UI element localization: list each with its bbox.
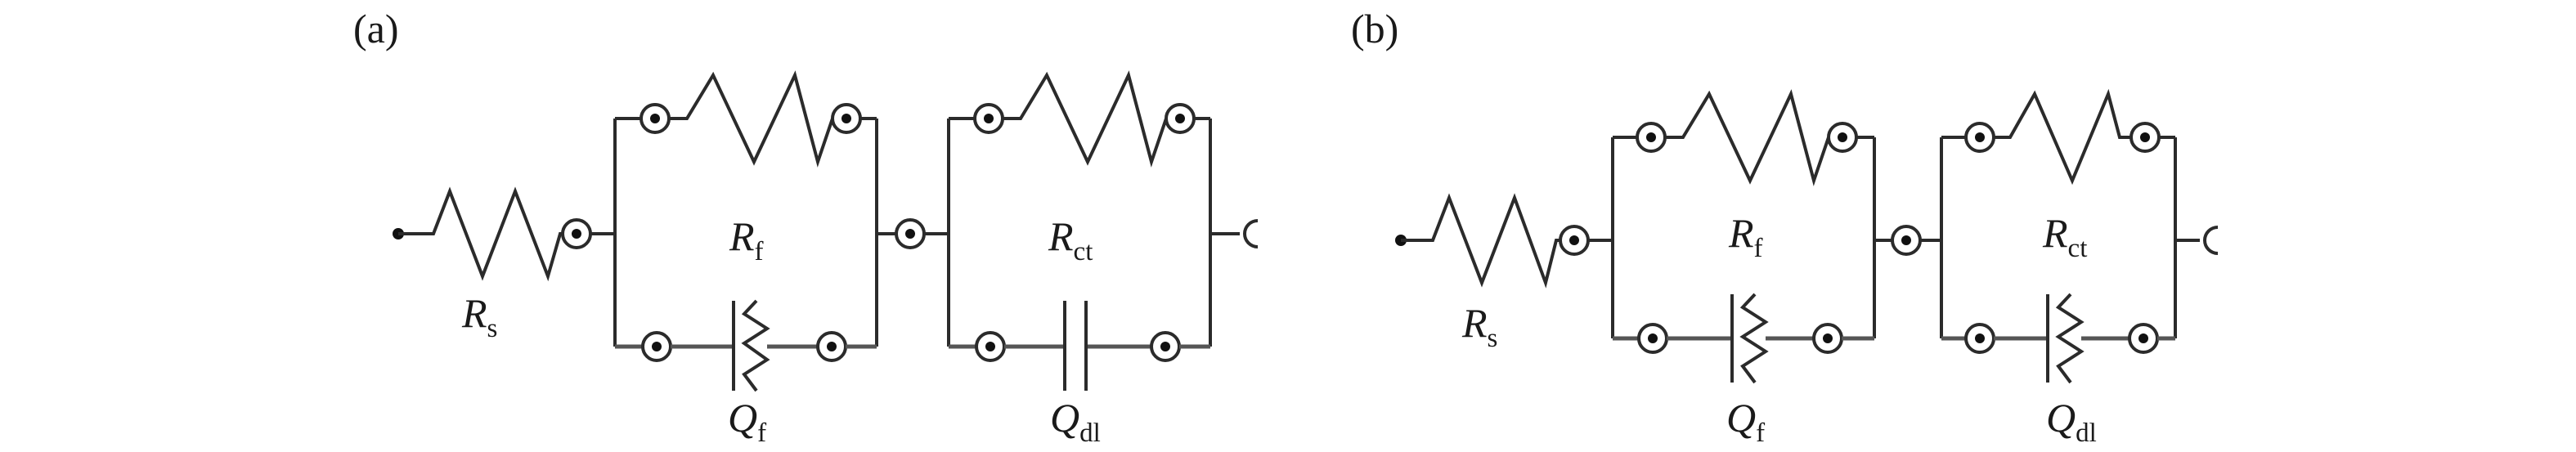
node-marker [1964,323,1995,354]
output-terminal [1243,219,1259,248]
rs-label: Rs [461,290,497,343]
node-marker [975,331,1006,362]
rct-resistor [1003,70,1168,168]
qdl-capacitor-symbol [1063,301,1088,391]
panel-b: (b) Rf [1351,6,2219,448]
rf-resistor [1665,89,1830,186]
rf-resistor [669,70,834,168]
rs-resistor [1425,193,1560,289]
node-marker [816,331,847,362]
qf-label: Qf [728,395,766,448]
node-marker [831,103,862,134]
panel-a-label: (a) [353,6,399,51]
qdl-cpe-symbol [2046,293,2085,384]
panel-b-label: (b) [1351,6,1398,51]
node-marker [1891,225,1922,256]
node-marker [1165,103,1196,134]
node-marker [1150,331,1181,362]
node-marker [640,103,671,134]
node-marker [1827,122,1858,153]
node-marker [895,218,926,249]
rf-label: Rf [1728,210,1763,263]
node-marker [1559,225,1590,256]
rs-resistor [424,186,564,282]
node-marker [561,218,592,249]
rct-resistor [1994,88,2131,186]
node-marker [1964,122,1995,153]
qf-label: Qf [1726,395,1765,448]
node-marker [1636,122,1667,153]
node-marker [1637,323,1668,354]
rct-label: Rct [2042,210,2087,263]
node-marker [2128,323,2159,354]
node-marker [1812,323,1843,354]
output-terminal [2203,226,2219,255]
qdl-label: Qdl [1050,395,1101,448]
qdl-label: Qdl [2046,395,2097,448]
node-marker [973,103,1004,134]
rs-label: Rs [1461,300,1497,353]
rct-label: Rct [1048,213,1093,266]
panel-a: (a) Rf [353,6,1259,448]
qf-cpe-symbol [732,299,770,392]
node-marker [641,331,672,362]
qf-cpe-symbol [1730,293,1769,384]
rf-label: Rf [729,213,764,266]
node-marker [2129,122,2161,153]
